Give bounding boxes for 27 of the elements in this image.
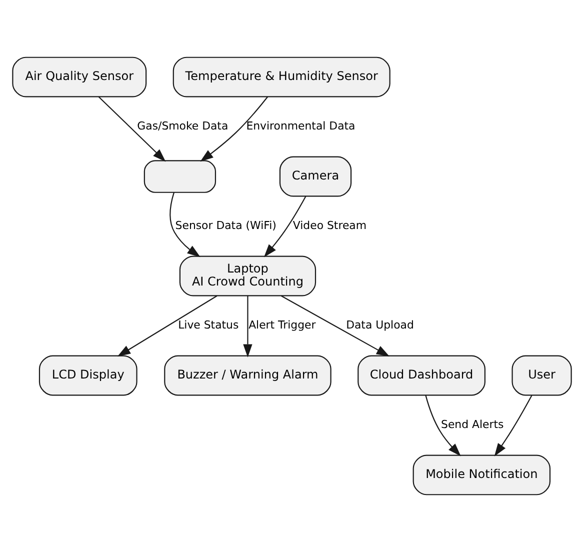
arrow	[243, 296, 252, 358]
arrow	[425, 395, 461, 456]
arrow	[280, 295, 390, 356]
edge-label: Environmental Data	[246, 120, 356, 133]
arrow	[170, 192, 200, 258]
node-box: Mobile Notification	[412, 454, 551, 496]
arrow	[98, 96, 166, 162]
edge-label: Alert Trigger	[248, 318, 316, 332]
arrow	[117, 295, 218, 357]
arrow	[200, 96, 268, 162]
arrow	[494, 395, 532, 456]
node-box: Temperature & Humidity Sensor	[172, 56, 390, 98]
edge-label: Live Status	[178, 318, 239, 332]
arrow	[264, 196, 306, 258]
node-box: LCD Display	[38, 355, 138, 396]
edge-label: Send Alerts	[441, 418, 504, 431]
edge-label: Video Stream	[292, 218, 367, 232]
node-box	[144, 160, 216, 193]
node-box: Camera	[279, 156, 352, 197]
edge-label: Data Upload	[346, 318, 414, 332]
node-box: Buzzer / Warning Alarm	[164, 355, 332, 396]
edge-label: Sensor Data (WiFi)	[175, 218, 276, 232]
edge-label: Gas/Smoke Data	[137, 120, 228, 133]
node-box: Laptop AI Crowd Counting	[179, 256, 316, 296]
node-box: Air Quality Sensor	[12, 56, 147, 98]
node-box: Cloud Dashboard	[358, 355, 486, 396]
node-box: User	[512, 355, 572, 396]
